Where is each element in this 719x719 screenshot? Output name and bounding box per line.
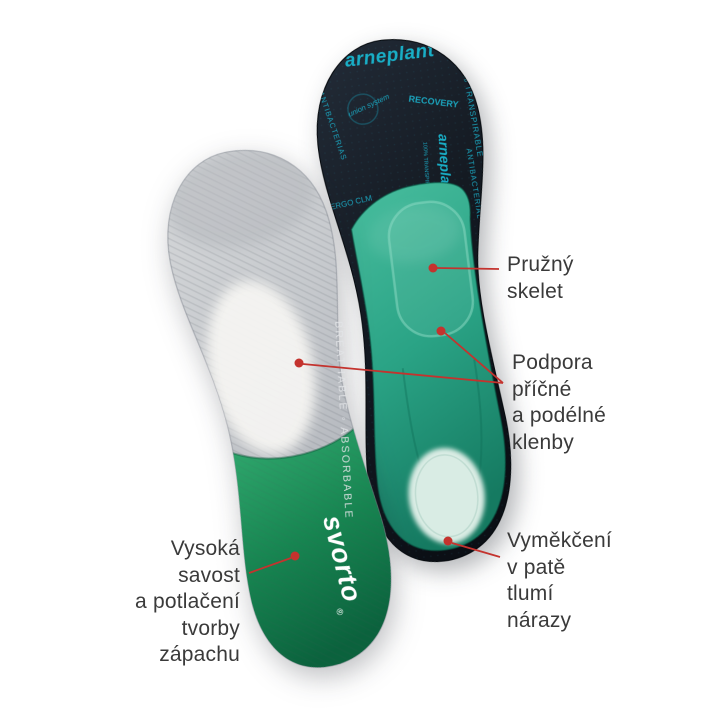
annotation-dots (290, 263, 453, 561)
heel-cushion-inner-ring (414, 454, 479, 538)
dot-skeleton (428, 263, 438, 273)
green-texture (227, 427, 391, 668)
callout-line: skelet (507, 279, 564, 303)
svorto-registered-mark: ® (334, 607, 345, 616)
callout-line: Podpora (512, 351, 593, 374)
leader-line-heel (451, 542, 501, 558)
callout-line: tvorby (181, 616, 240, 640)
callout-flexible-skeleton: Pružný skelet (507, 252, 574, 305)
dot-arch-back (436, 326, 446, 336)
callout-line: nárazy (507, 608, 572, 632)
callout-line: příčné (512, 377, 572, 401)
callout-line: klenby (512, 430, 574, 454)
callout-line: Vyměkčení (507, 529, 612, 552)
heel-cushion-pad (408, 447, 485, 544)
callout-line: a potlačení (135, 590, 240, 613)
dot-absorbency (290, 551, 300, 561)
union-system-emblem (347, 93, 379, 125)
front-insole-group: BREATHABLE ◦ ABSORBABLE svorto ® (166, 148, 396, 668)
callout-line: v patě (507, 555, 566, 579)
callout-line: savost (178, 563, 240, 587)
callout-heel-cushion: Vyměkčení v patě tlumí nárazy (507, 528, 612, 634)
back-insole-group: arneplant 100% TRANSPIRABLE RECOVERY uni… (317, 39, 512, 562)
skeleton-ridge-right (473, 359, 483, 480)
callout-line: Vysoká (170, 537, 240, 560)
leader-lines (248, 267, 504, 574)
skeleton-sheen (368, 205, 461, 263)
callout-absorbency: Vysoká savost a potlačení tvorby zápachu (135, 536, 240, 669)
dot-arch-front (294, 358, 304, 368)
green-boundary-line (227, 426, 357, 460)
leader-line-arch-back (444, 332, 504, 384)
dot-heel (443, 536, 453, 546)
transpirable-text-side: 100% TRANSPIRABLE (421, 142, 430, 200)
leader-line-absorbency (248, 557, 292, 574)
callout-arch-support: Podpora příčné a podélné klenby (512, 350, 606, 456)
front-insole-surface (166, 148, 396, 668)
callout-line: tlumí (507, 582, 554, 605)
toe-shading (166, 148, 315, 248)
callout-line: a podélné (512, 404, 607, 427)
arch-support-pad (207, 280, 316, 455)
callout-line: Pružný (507, 253, 574, 276)
leader-line-arch-front (302, 363, 504, 384)
callout-line: zápachu (159, 643, 240, 666)
leader-line-skeleton (436, 267, 500, 270)
